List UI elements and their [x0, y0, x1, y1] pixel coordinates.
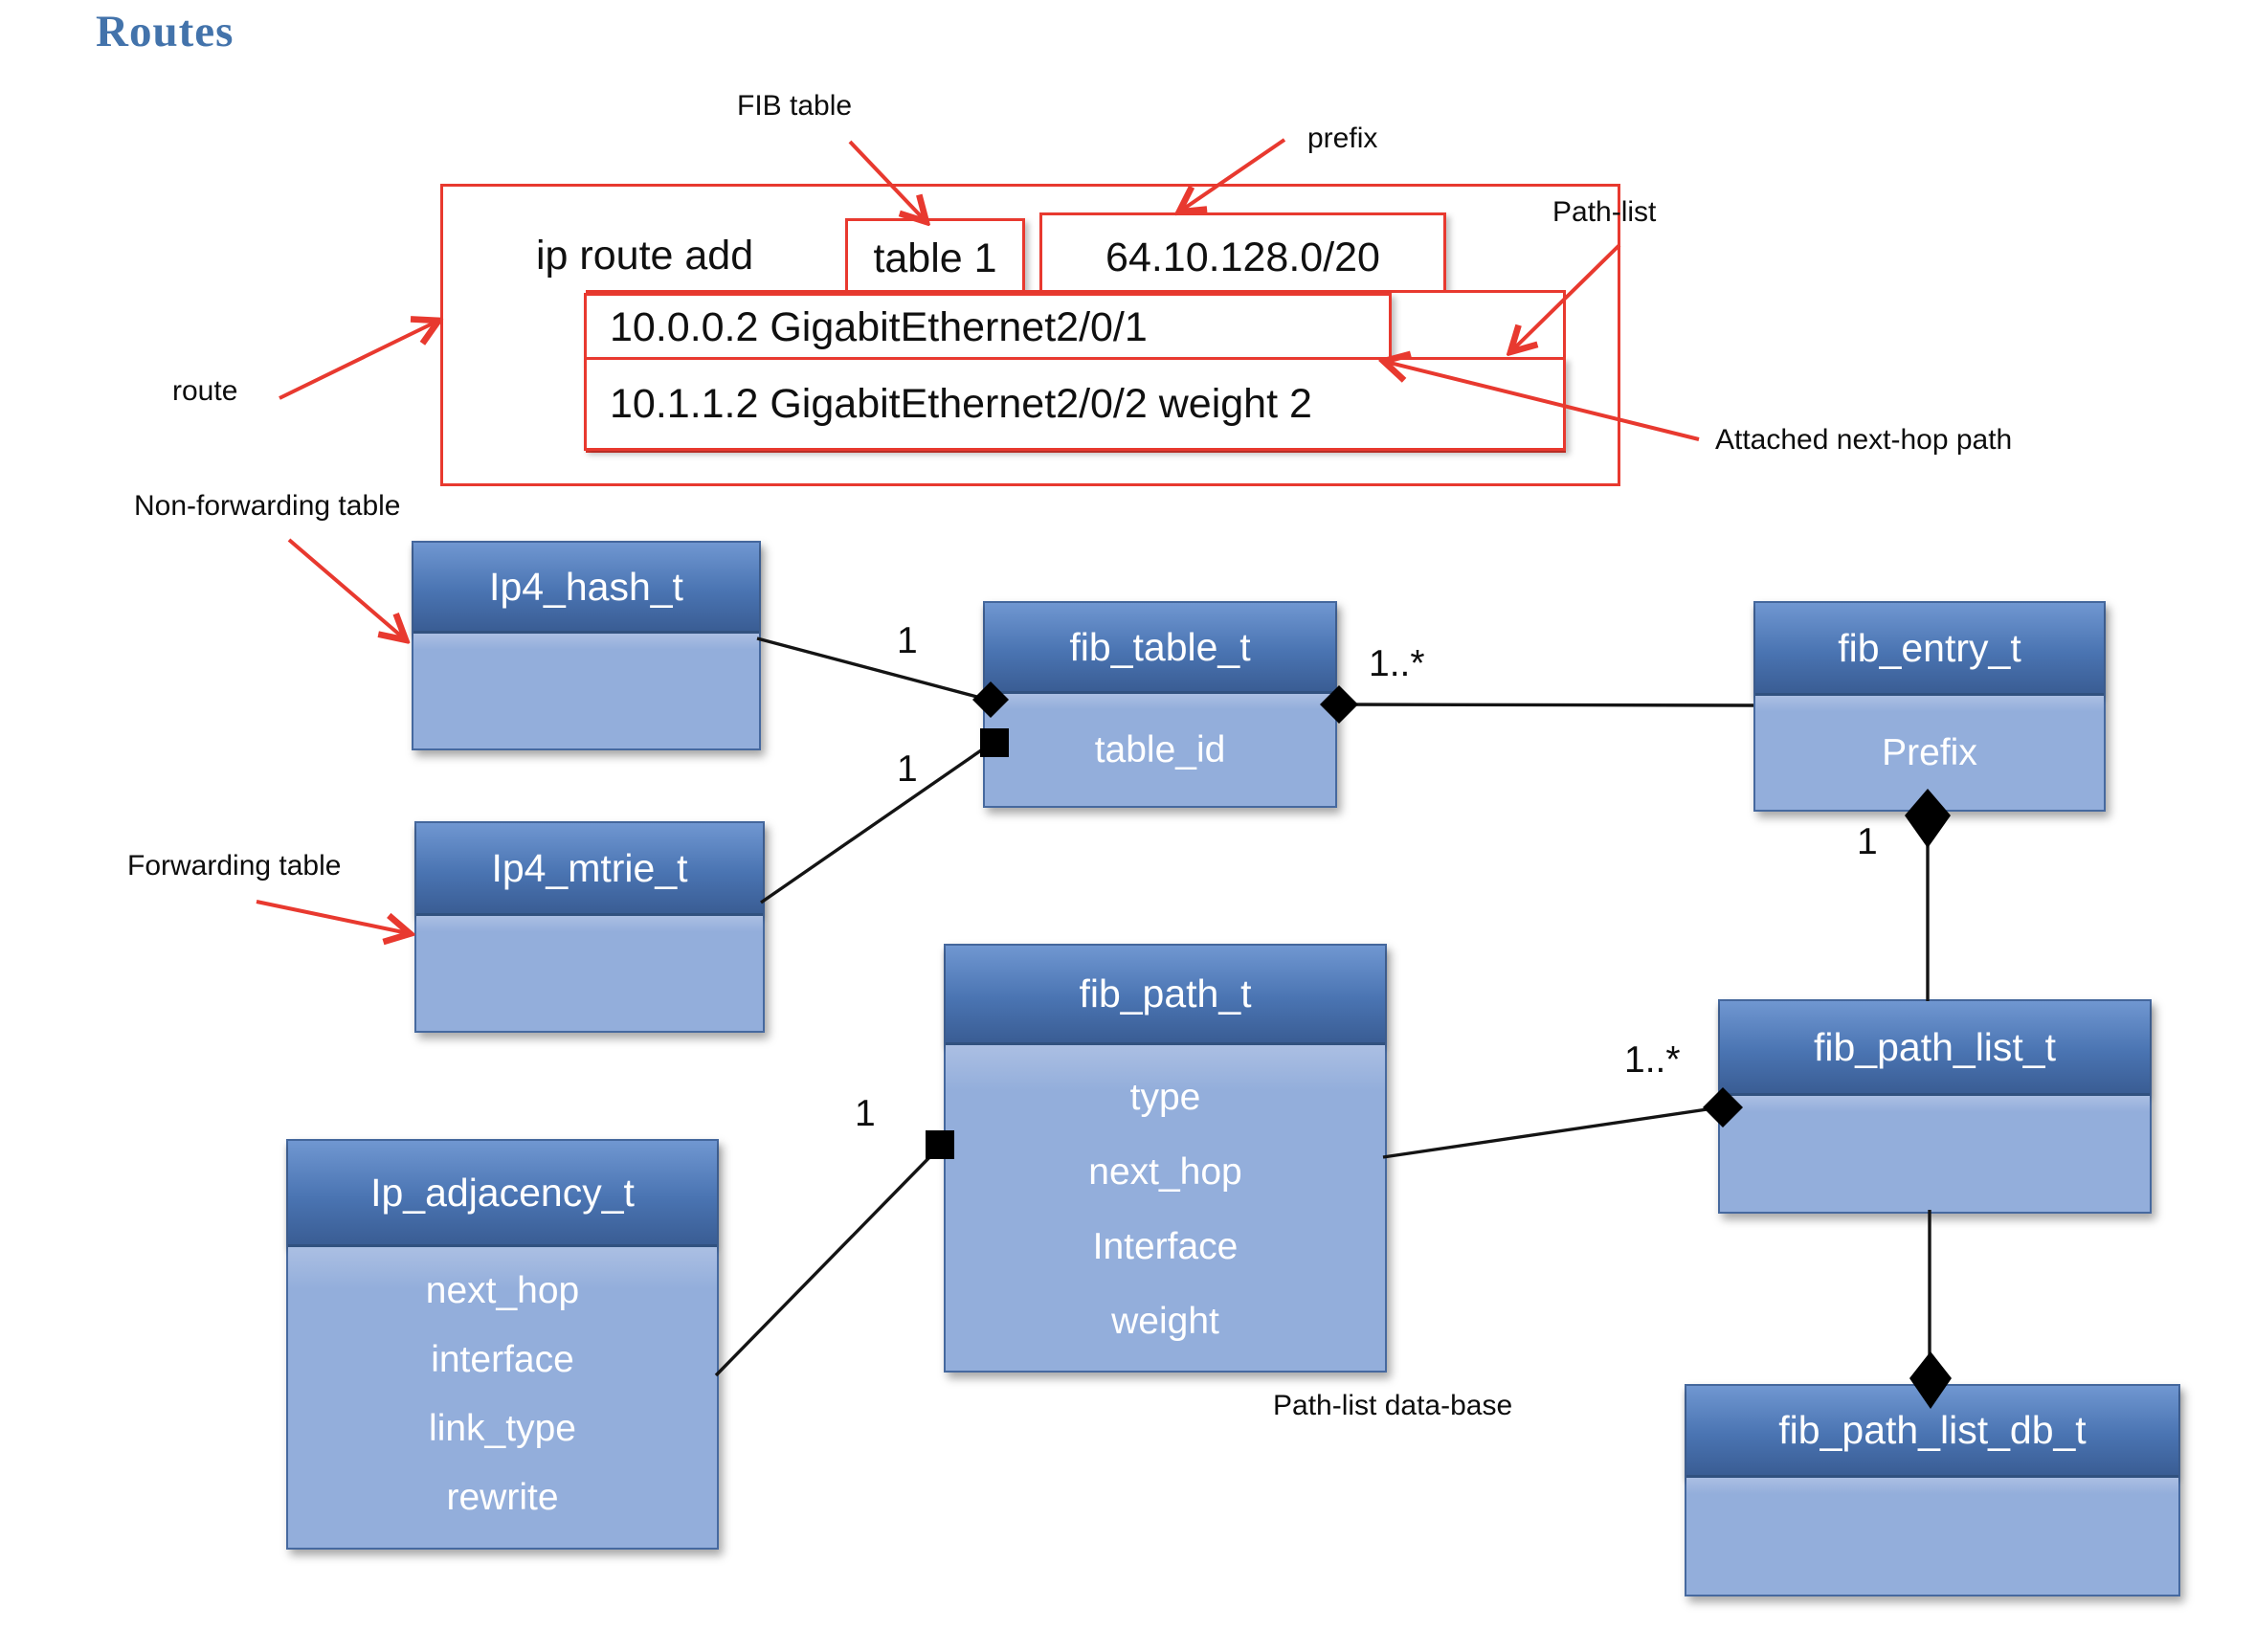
class-ip4-mtrie-title: Ip4_mtrie_t: [491, 845, 688, 890]
mult-table-to-entry: 1..*: [1369, 643, 1425, 684]
class-fib-entry-body: Prefix: [1755, 696, 2104, 810]
mult-pathlist-of-paths: 1..*: [1624, 1039, 1681, 1081]
prefix-token: 64.10.128.0/20: [1105, 234, 1380, 280]
arrow-route: [279, 322, 436, 400]
class-ip4-hash-body: [413, 634, 759, 748]
mult-hash-to-table: 1: [897, 620, 918, 661]
label-non-forwarding: Non-forwarding table: [134, 490, 401, 522]
class-fib-path-list-db-body: [1686, 1478, 2178, 1595]
class-ip-adjacency: Ip_adjacency_t next_hop interface link_t…: [286, 1139, 719, 1550]
label-path-list-db: Path-list data-base: [1273, 1390, 1513, 1421]
mult-mtrie-to-table: 1: [897, 748, 918, 790]
fib-table-token-box: table 1: [845, 218, 1025, 299]
class-fib-table: fib_table_t table_id: [983, 601, 1337, 808]
class-fib-path-list: fib_path_list_t: [1718, 999, 2152, 1214]
class-ip-adjacency-body: next_hop interface link_type rewrite: [288, 1247, 717, 1548]
line-path-to-pathlist: [1382, 1105, 1721, 1159]
prefix-token-box: 64.10.128.0/20: [1039, 212, 1446, 302]
path-row-2-box: 10.1.1.2 GigabitEthernet2/0/2 weight 2: [584, 357, 1566, 451]
attr-type: type: [1129, 1077, 1201, 1118]
class-fib-path: fib_path_t type next_hop Interface weigh…: [944, 944, 1387, 1373]
class-fib-path-body: type next_hop Interface weight: [946, 1045, 1385, 1371]
label-attached-next-hop: Attached next-hop path: [1715, 424, 2013, 456]
line-adjacency-to-path: [714, 1144, 943, 1377]
class-fib-path-list-title: fib_path_list_t: [1813, 1024, 2056, 1069]
line-mtrie-to-table: [760, 740, 994, 904]
class-fib-path-list-body: [1720, 1096, 2150, 1212]
label-prefix: prefix: [1307, 123, 1378, 154]
attr-prefix: Prefix: [1882, 732, 1977, 773]
line-hash-to-table: [756, 636, 989, 702]
mult-entry-to-pathlist: 1: [1857, 821, 1878, 862]
arrow-forwarding: [256, 900, 408, 933]
attr-next-hop: next_hop: [1088, 1151, 1242, 1193]
label-forwarding: Forwarding table: [127, 850, 342, 882]
class-fib-table-title: fib_table_t: [1069, 624, 1251, 669]
attr-adj-link-type: link_type: [429, 1408, 576, 1449]
label-fib-table: FIB table: [737, 90, 853, 122]
path-row-1: 10.0.0.2 GigabitEthernet2/0/1: [610, 304, 1148, 350]
arrow-non-forwarding: [287, 538, 404, 638]
route-command-text: ip route add: [536, 233, 754, 279]
fib-table-token: table 1: [873, 234, 997, 281]
attr-adj-rewrite: rewrite: [446, 1477, 559, 1518]
attr-weight: weight: [1111, 1301, 1219, 1342]
class-fib-path-list-db-title: fib_path_list_db_t: [1778, 1408, 2087, 1452]
class-fib-path-title: fib_path_t: [1079, 971, 1252, 1016]
mult-adjacency-to-path: 1: [855, 1093, 876, 1134]
class-ip4-mtrie: Ip4_mtrie_t: [414, 821, 765, 1033]
class-fib-entry: fib_entry_t Prefix: [1753, 601, 2106, 812]
line-table-to-entry: [1333, 703, 1754, 707]
attr-table-id: table_id: [1094, 729, 1226, 770]
attr-interface: Interface: [1092, 1226, 1239, 1267]
class-ip4-mtrie-body: [416, 916, 763, 1031]
class-ip4-hash-title: Ip4_hash_t: [489, 564, 683, 609]
path-row-2: 10.1.1.2 GigabitEthernet2/0/2 weight 2: [610, 380, 1312, 427]
class-fib-table-body: table_id: [985, 694, 1335, 806]
class-fib-entry-title: fib_entry_t: [1838, 625, 2021, 670]
label-path-list: Path-list: [1552, 196, 1657, 228]
attr-adj-interface: interface: [431, 1339, 574, 1380]
class-ip4-hash: Ip4_hash_t: [412, 541, 761, 750]
page-title: Routes: [96, 7, 234, 56]
attr-adj-next-hop: next_hop: [425, 1270, 580, 1311]
class-fib-path-list-db: fib_path_list_db_t: [1685, 1384, 2180, 1596]
label-route: route: [172, 375, 238, 407]
path-row-1-box: 10.0.0.2 GigabitEthernet2/0/1: [584, 293, 1392, 363]
class-ip-adjacency-title: Ip_adjacency_t: [370, 1170, 635, 1215]
